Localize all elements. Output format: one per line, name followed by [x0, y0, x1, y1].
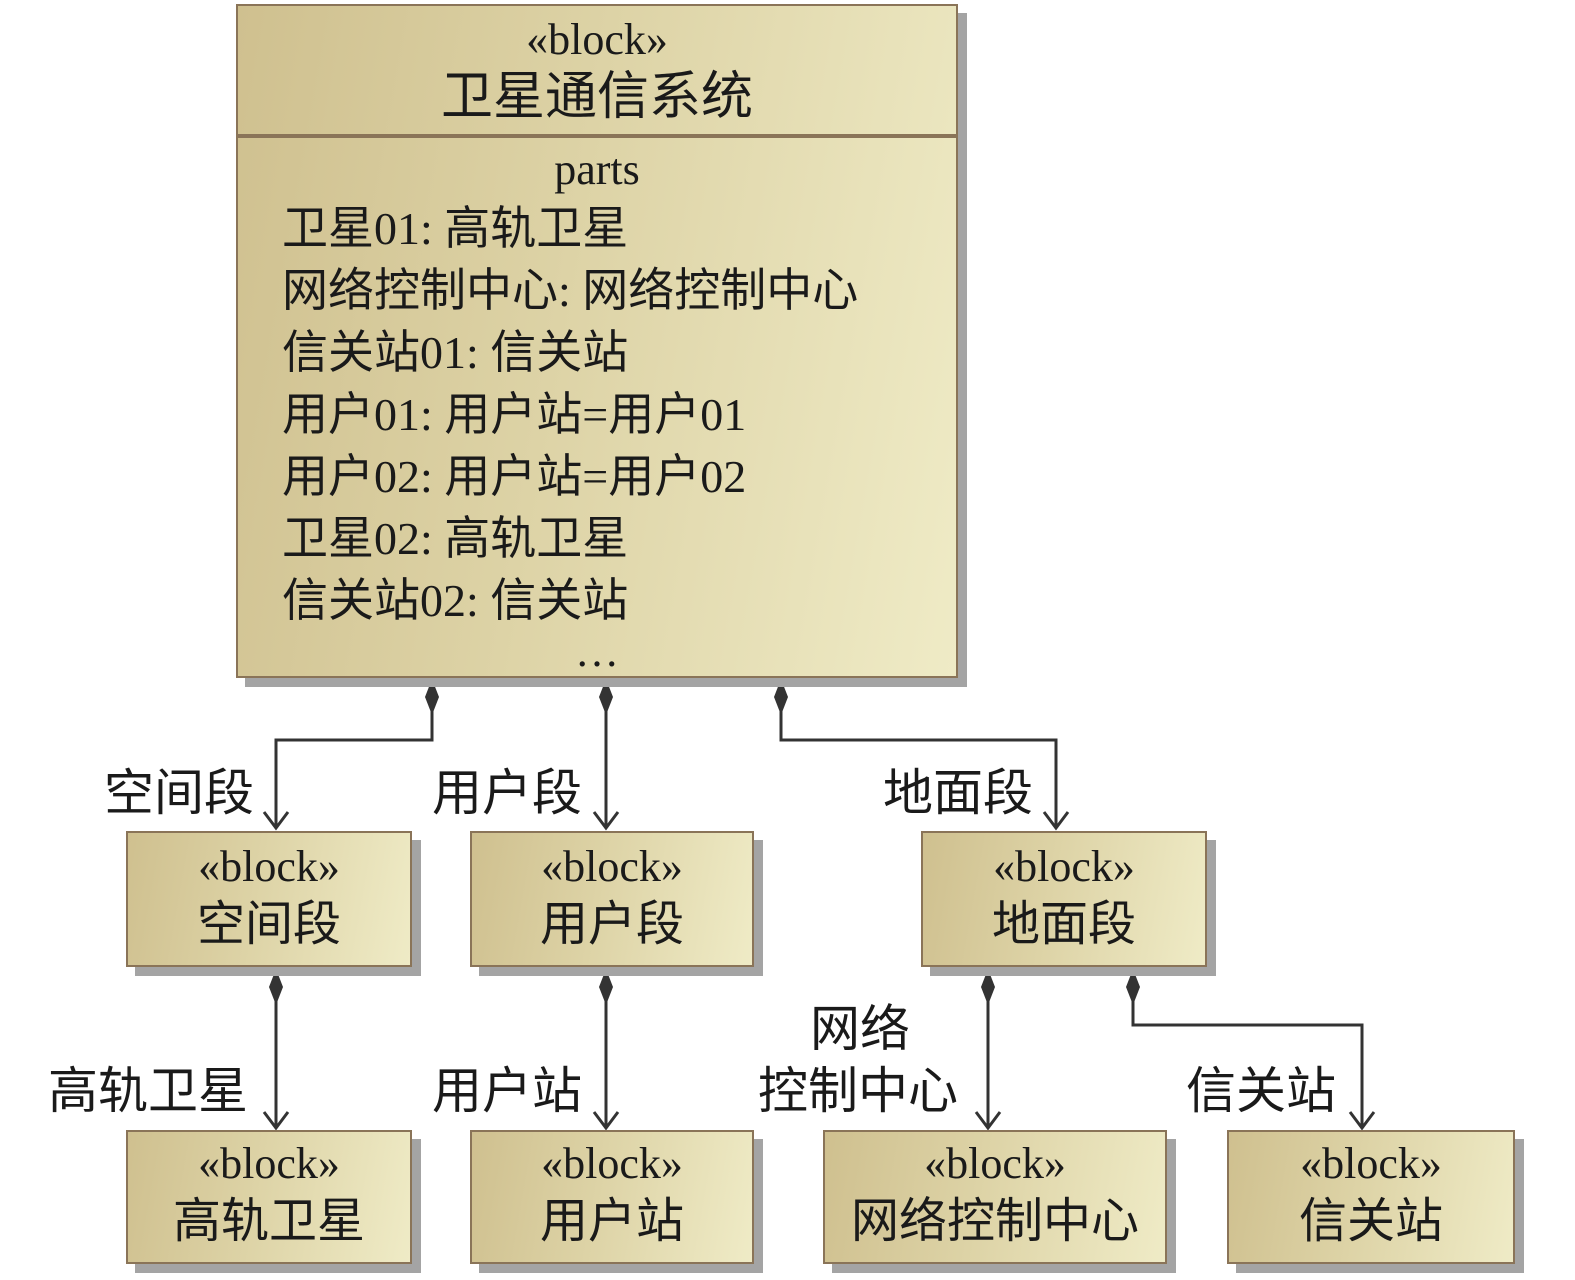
role-label-space: 空间段 [104, 765, 254, 821]
part-item: 网络控制中心: 网络控制中心 [282, 265, 859, 316]
role-label-ncc-line2: 控制中心 [758, 1063, 958, 1119]
block-stereotype: «block» [198, 842, 340, 891]
diamond-icon [1126, 969, 1140, 1005]
composition-root-user [592, 695, 620, 831]
composition-root-ground [779, 695, 1070, 831]
block-network-control-center[interactable]: «block» 网络控制中心 [823, 1130, 1167, 1264]
diamond-icon [774, 679, 788, 715]
composition-root-space [262, 695, 434, 831]
block-name: 信关站 [1298, 1195, 1443, 1248]
block-name: 地面段 [991, 898, 1136, 951]
composition-ground-ncc [974, 985, 1002, 1131]
role-label-gateway: 信关站 [1186, 1063, 1336, 1119]
block-stereotype: «block» [541, 1139, 683, 1188]
parts-title: parts [554, 145, 640, 194]
root-stereotype: «block» [526, 15, 668, 64]
block-stereotype: «block» [993, 842, 1135, 891]
block-space-segment[interactable]: «block» 空间段 [126, 831, 412, 967]
block-user-station[interactable]: «block» 用户站 [470, 1130, 754, 1264]
composition-user-station [592, 985, 620, 1131]
diamond-icon [981, 969, 995, 1005]
part-item: 卫星01: 高轨卫星 [282, 203, 629, 254]
block-ground-segment[interactable]: «block» 地面段 [921, 831, 1207, 967]
parts-ellipsis: … [575, 627, 619, 676]
block-name: 空间段 [196, 898, 341, 951]
role-label-user-station: 用户站 [432, 1063, 582, 1119]
block-stereotype: «block» [1300, 1139, 1442, 1188]
block-user-segment[interactable]: «block» 用户段 [470, 831, 754, 967]
block-name: 网络控制中心 [850, 1195, 1139, 1248]
composition-ground-gateway [1131, 985, 1376, 1131]
role-label-user: 用户段 [432, 765, 582, 821]
part-item: 信关站01: 信关站 [282, 327, 629, 378]
block-name: 用户段 [539, 898, 684, 951]
block-geo-satellite[interactable]: «block» 高轨卫星 [126, 1130, 412, 1264]
part-item: 卫星02: 高轨卫星 [282, 513, 629, 564]
composition-space-geo [262, 985, 290, 1131]
block-stereotype: «block» [198, 1139, 340, 1188]
part-item: 用户01: 用户站=用户01 [282, 389, 747, 440]
root-block[interactable]: «block» 卫星通信系统 parts 卫星01: 高轨卫星 网络控制中心: … [236, 4, 958, 678]
block-stereotype: «block» [541, 842, 683, 891]
role-label-geo-satellite: 高轨卫星 [48, 1063, 248, 1119]
block-gateway-station[interactable]: «block» 信关站 [1227, 1130, 1515, 1264]
diamond-icon [425, 679, 439, 715]
part-item: 用户02: 用户站=用户02 [282, 451, 747, 502]
block-name: 用户站 [539, 1195, 684, 1248]
diamond-icon [269, 969, 283, 1005]
root-name: 卫星通信系统 [440, 69, 753, 126]
block-stereotype: «block» [924, 1139, 1066, 1188]
diamond-icon [599, 679, 613, 715]
block-name: 高轨卫星 [172, 1195, 365, 1248]
role-label-ncc-line1: 网络 [810, 1001, 910, 1057]
role-label-ground: 地面段 [883, 765, 1033, 821]
diamond-icon [599, 969, 613, 1005]
part-item: 信关站02: 信关站 [282, 575, 629, 626]
root-separator [238, 134, 956, 138]
